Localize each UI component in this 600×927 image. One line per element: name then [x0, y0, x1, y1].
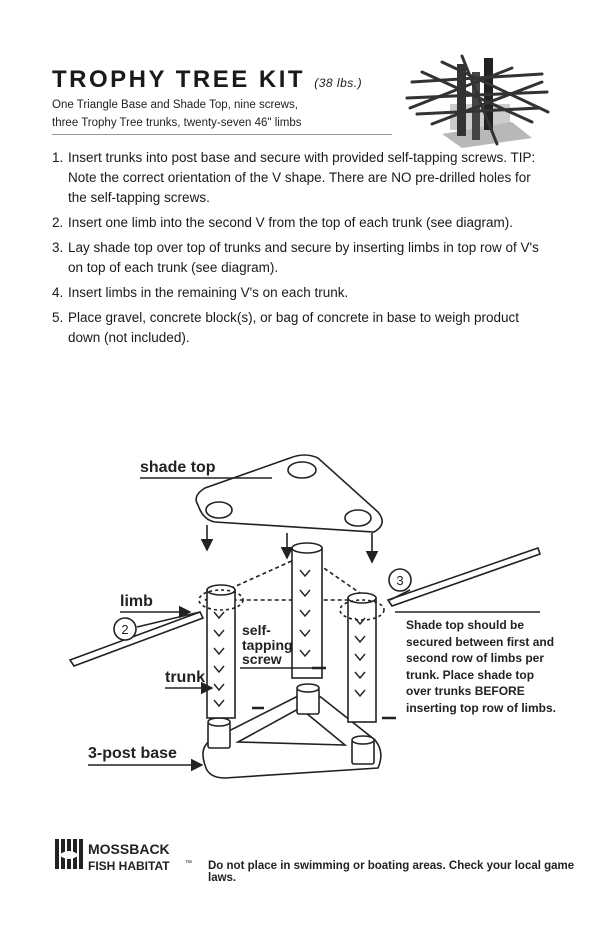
trunk-center	[291, 542, 323, 679]
step-text: Insert trunks into post base and secure …	[68, 150, 536, 205]
step-number: 1.	[52, 150, 64, 165]
instruction-step: 5. Place gravel, concrete block(s), or ba…	[52, 308, 552, 348]
logo-line2: FISH HABITAT	[88, 859, 170, 873]
label-trunk: trunk	[165, 669, 205, 686]
step-number: 4.	[52, 285, 64, 300]
trunk-left	[206, 584, 236, 719]
label-self-tapping: self-	[242, 622, 271, 638]
label-limb: limb	[120, 593, 153, 610]
shade-top-note: Shade top should be secured between firs…	[406, 618, 556, 715]
label-self-tapping: tapping	[242, 637, 293, 653]
limb-right	[386, 546, 542, 607]
footer-warning: Do not place in swimming or boating area…	[208, 860, 575, 884]
instruction-step: 1. Insert trunks into post base and secur…	[52, 148, 552, 208]
callout-3: 3	[396, 573, 403, 588]
step-text: Lay shade top over top of trunks and sec…	[68, 240, 539, 275]
instruction-step: 3. Lay shade top over top of trunks and s…	[52, 238, 552, 278]
step-number: 5.	[52, 310, 64, 325]
limb-left	[68, 611, 205, 667]
kit-contents-line: three Trophy Tree trunks, twenty-seven 4…	[52, 117, 302, 129]
weight-label: (38 lbs.)	[314, 76, 363, 90]
step-text: Place gravel, concrete block(s), or bag …	[68, 310, 519, 345]
instruction-step: 2. Insert one limb into the second V from…	[52, 213, 552, 233]
callout-2: 2	[121, 622, 128, 637]
step-text: Insert limbs in the remaining V's on eac…	[68, 285, 349, 300]
step-number: 2.	[52, 215, 64, 230]
step-number: 3.	[52, 240, 64, 255]
assembly-diagram: shade top limb self- tapping screw trunk…	[68, 454, 542, 779]
kit-contents: One Triangle Base and Shade Top, nine sc…	[52, 96, 352, 132]
instruction-list: 1. Insert trunks into post base and secur…	[52, 148, 552, 353]
label-shade-top: shade top	[140, 459, 216, 476]
logo-line1: MOSSBACK	[88, 841, 170, 857]
divider	[52, 134, 392, 135]
title-text: TROPHY TREE KIT	[52, 66, 306, 93]
page-title: TROPHY TREE KIT (38 lbs.)	[52, 66, 362, 94]
mossback-logo: MOSSBACK FISH HABITAT ™	[55, 839, 192, 873]
kit-contents-line: One Triangle Base and Shade Top, nine sc…	[52, 99, 298, 111]
step-text: Insert one limb into the second V from t…	[68, 215, 513, 230]
label-self-tapping: screw	[242, 651, 282, 667]
shade-top-shape	[195, 454, 383, 533]
instruction-step: 4. Insert limbs in the remaining V's on e…	[52, 283, 552, 303]
label-base: 3-post base	[88, 745, 177, 762]
product-photo	[405, 54, 550, 148]
trademark-mark: ™	[185, 860, 192, 867]
